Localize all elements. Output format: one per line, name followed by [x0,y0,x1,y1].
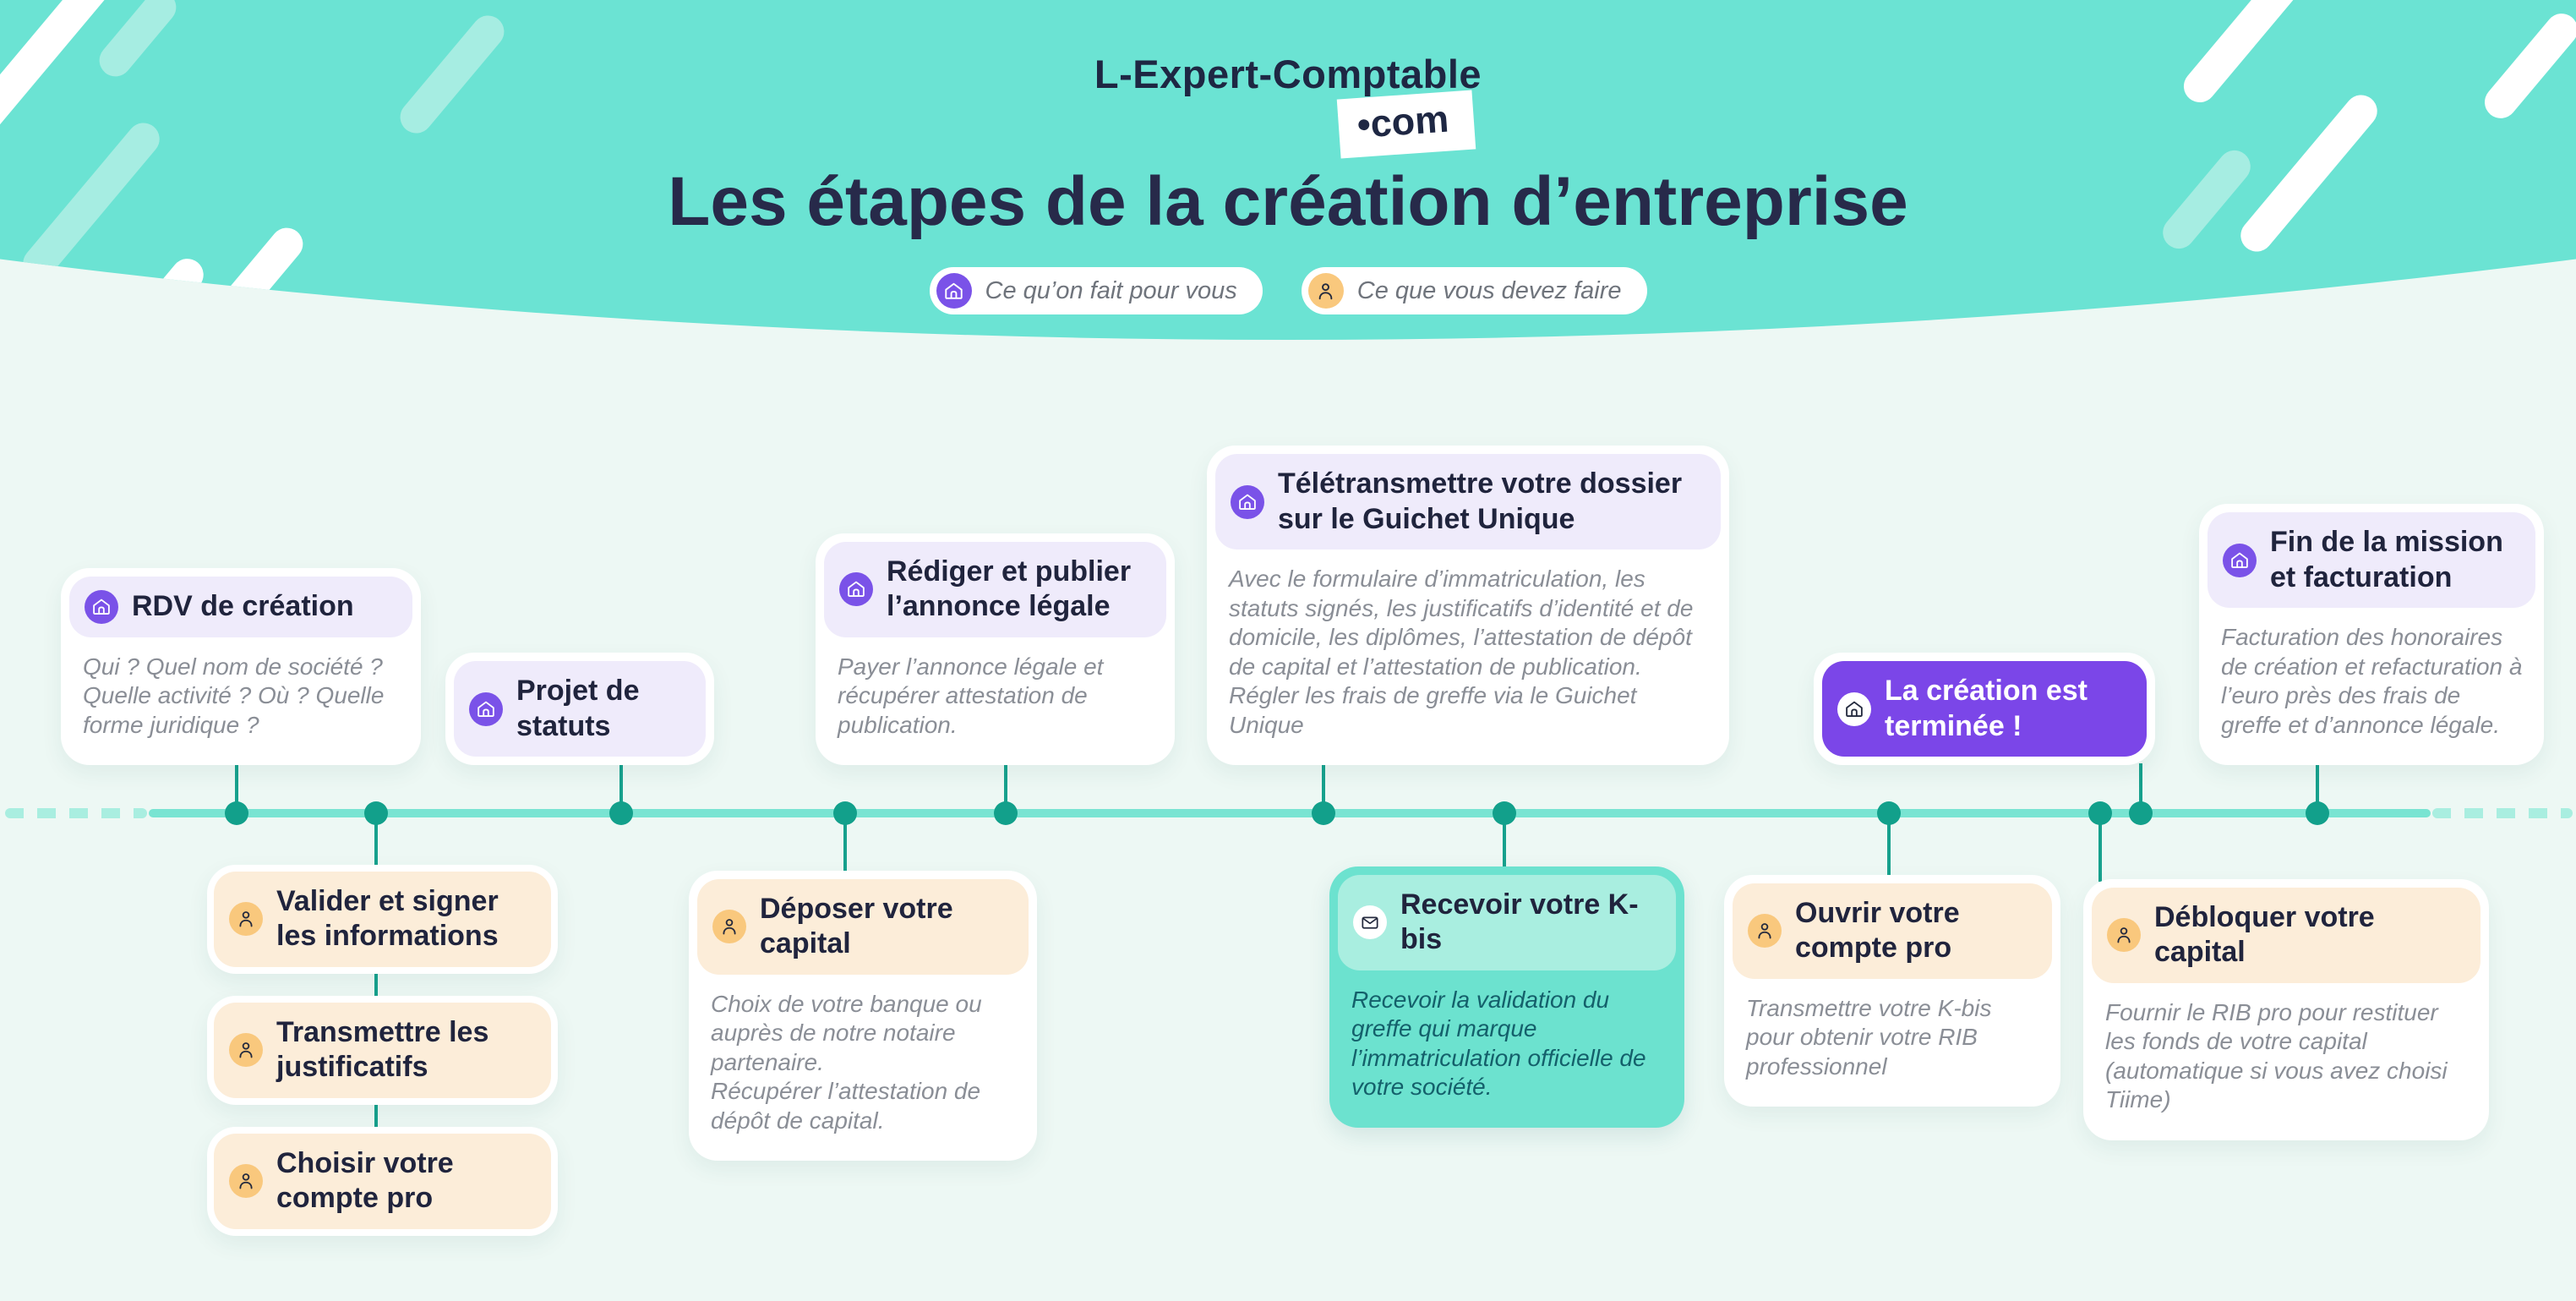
timeline-connector [1322,763,1325,812]
step-card-ouvrir-compte-pro: Ouvrir votre compte pro Transmettre votr… [1724,875,2060,1107]
house-icon [1231,484,1264,519]
logo-badge: •com [1336,90,1476,159]
step-card-debloquer-capital: Débloquer votre capital Fournir le RIB p… [2083,879,2489,1140]
envelope-icon [1353,905,1387,940]
timeline-connector [2316,763,2319,812]
person-icon [229,902,263,937]
timeline-connector [1004,763,1007,812]
timeline-connector [619,763,623,812]
legend: Ce qu’on fait pour vous Ce que vous deve… [0,267,2576,314]
timeline-connector [2098,817,2102,882]
step-title: La création est terminée ! [1885,675,2088,742]
person-icon [1307,273,1344,309]
step-card-transmettre-justificatifs: Transmettre les justificatifs [207,996,558,1105]
step-header: Projet de statuts [454,661,706,757]
legend-you-do: Ce que vous devez faire [1301,267,1647,314]
header-banner [0,0,2576,340]
step-description: Avec le formulaire d’immatriculation, le… [1229,566,1694,738]
timeline-connector [374,817,378,868]
step-title: Fin de la mission et facturation [2270,526,2503,593]
step-title: Choisir votre compte pro [276,1147,454,1215]
timeline-connector [843,817,847,873]
step-description: Qui ? Quel nom de société ? Quelle activ… [83,653,385,738]
timeline-dot [609,801,633,825]
step-card-recevoir-kbis: Recevoir votre K-bis Recevoir la validat… [1329,866,1684,1128]
step-title: Télétransmettre votre dossier sur le Gui… [1278,467,1683,535]
step-description: Choix de votre banque ou auprès de notre… [711,990,982,1134]
step-title: Recevoir votre K-bis [1400,888,1639,956]
step-header: Ouvrir votre compte pro [1733,883,2052,979]
step-header: Télétransmettre votre dossier sur le Gui… [1215,454,1721,550]
house-icon [1837,691,1871,726]
timeline [149,809,2431,817]
person-icon [229,1033,263,1068]
step-title: RDV de création [132,590,354,623]
house-icon [469,691,503,726]
house-icon [839,572,873,607]
step-header: Transmettre les justificatifs [214,1003,551,1098]
step-card-rdv-creation: RDV de création Qui ? Quel nom de sociét… [61,568,421,765]
timeline-dashed-start [5,808,147,818]
step-header: La création est terminée ! [1822,661,2147,757]
step-title: Déposer votre capital [760,893,953,960]
step-card-deposer-capital: Déposer votre capital Choix de votre ban… [689,871,1037,1162]
step-card-projet-statuts: Projet de statuts [445,653,714,765]
timeline-dot [833,801,857,825]
step-title: Débloquer votre capital [2154,901,2375,969]
step-description: Payer l’annonce légale et récupérer atte… [838,653,1104,738]
timeline-dot [1877,801,1901,825]
timeline-dot [1493,801,1516,825]
step-description: Recevoir la validation du greffe qui mar… [1351,986,1646,1101]
step-description: Fournir le RIB pro pour restituer les fo… [2105,998,2448,1113]
step-header: Recevoir votre K-bis [1338,875,1676,970]
timeline-dot [1312,801,1335,825]
step-header: Débloquer votre capital [2092,888,2480,983]
step-title: Ouvrir votre compte pro [1795,897,1960,965]
step-title: Projet de statuts [516,675,640,742]
timeline-dashed-end [2432,808,2573,818]
logo-text: L-Expert-Comptable [1094,52,1482,96]
house-icon [2223,543,2257,577]
legend-we-do: Ce qu’on fait pour vous [929,267,1263,314]
timeline-dot [364,801,388,825]
timeline-connector [235,763,238,812]
step-card-creation-terminee: La création est terminée ! [1814,653,2155,765]
person-icon [1748,914,1782,948]
timeline-connector [2139,763,2142,812]
step-card-annonce-legale: Rédiger et publier l’annonce légale Paye… [816,533,1175,765]
house-icon [936,273,972,309]
step-header: Choisir votre compte pro [214,1134,551,1229]
person-icon [712,910,746,944]
step-card-valider-signer: Valider et signer les informations [207,865,558,974]
timeline-connector [1887,817,1891,878]
timeline-connector [374,1078,378,1137]
legend-we-do-label: Ce qu’on fait pour vous [985,276,1237,304]
timeline-dot [994,801,1018,825]
step-card-choisir-compte-pro: Choisir votre compte pro [207,1127,558,1236]
timeline-dot [2129,801,2153,825]
step-description: Facturation des honoraires de création e… [2221,624,2523,738]
step-title: Rédiger et publier l’annonce légale [887,555,1132,623]
step-title: Transmettre les justificatifs [276,1016,489,1084]
person-icon [2107,918,2141,953]
step-header: Déposer votre capital [697,879,1029,975]
step-header: RDV de création [69,577,412,637]
step-card-fin-mission: Fin de la mission et facturation Factura… [2199,504,2544,765]
logo: L-Expert-Comptable •com [0,51,2576,159]
legend-you-do-label: Ce que vous devez faire [1356,276,1622,304]
timeline-dot [2088,801,2112,825]
step-card-guichet-unique: Télétransmettre votre dossier sur le Gui… [1207,446,1729,765]
house-icon [85,589,118,624]
timeline-connector [374,947,378,1006]
timeline-dot [225,801,248,825]
timeline-dot [2306,801,2329,825]
step-header: Valider et signer les informations [214,872,551,967]
page-title: Les étapes de la création d’entreprise [668,163,1908,240]
step-header: Fin de la mission et facturation [2208,512,2535,609]
step-header: Rédiger et publier l’annonce légale [824,541,1166,637]
step-title: Valider et signer les informations [276,885,499,953]
timeline-connector [1503,817,1506,870]
step-description: Transmettre votre K-bis pour obtenir vot… [1746,994,1992,1080]
person-icon [229,1164,263,1199]
